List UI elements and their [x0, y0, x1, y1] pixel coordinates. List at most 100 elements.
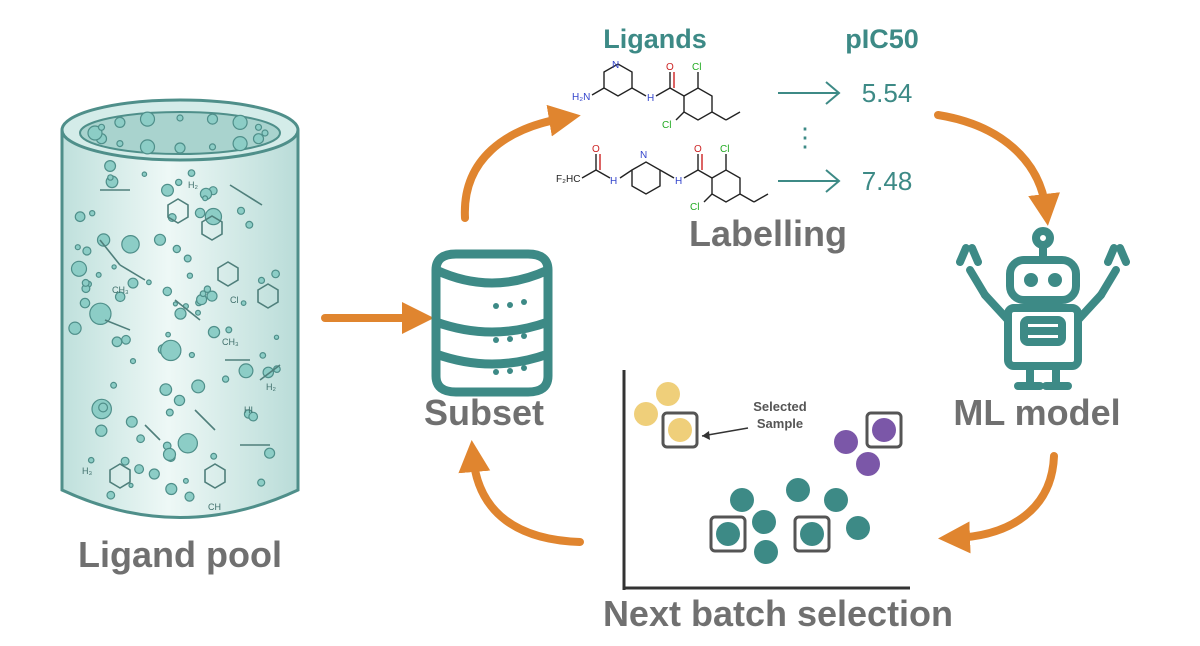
pool-bubble	[254, 123, 263, 131]
pool-bubble	[271, 269, 281, 279]
pool-bubble	[95, 271, 102, 278]
pool-bubble	[114, 116, 126, 129]
mol1-atom-nh: H	[647, 93, 654, 104]
pool-bubble	[98, 402, 109, 413]
mol1-atom-cl-bottom: Cl	[662, 120, 671, 131]
pool-bubble	[248, 411, 259, 422]
pool-bubble	[225, 326, 233, 334]
pic50-header: pIC50	[845, 24, 919, 54]
mol1-atom-n: N	[612, 60, 619, 71]
pool-bubble	[134, 464, 145, 475]
selected-sample-callout: Selected Sample	[701, 399, 807, 440]
database-icon	[431, 249, 553, 397]
pool-bubble	[183, 254, 192, 263]
pool-glyph: H₂	[188, 180, 198, 190]
purple-point	[834, 430, 858, 454]
pool-bubble	[202, 195, 209, 202]
robot-icon	[956, 227, 1130, 390]
pool-bubble	[236, 206, 246, 215]
pool-bubble	[127, 277, 139, 289]
pool-bubble	[203, 285, 212, 294]
mol2-atom-nh-left: H	[610, 176, 617, 187]
pool-bubble	[111, 336, 123, 348]
labelling-label: Labelling	[689, 213, 847, 254]
pool-bubble	[261, 129, 269, 137]
pool-bubble	[82, 246, 92, 256]
pool-bubble	[121, 235, 140, 254]
pool-glyph: CH₃	[222, 337, 239, 347]
pool-bubble	[107, 174, 114, 181]
pool-bubble	[128, 482, 134, 488]
pool-bubble	[159, 383, 173, 397]
pool-bubble	[232, 136, 248, 152]
pool-bubble	[104, 160, 117, 173]
selection-box	[709, 515, 747, 553]
value-ellipsis: ⋮	[792, 122, 818, 152]
model-to-selection-arrow	[938, 452, 1058, 554]
pool-glyph: H₂	[266, 382, 276, 392]
pic50-value-1: 5.54	[862, 78, 913, 108]
pool-bubble	[188, 351, 195, 359]
ligands-header: Ligands	[603, 24, 707, 54]
pool-bubble	[161, 183, 175, 197]
pool-bubble	[186, 272, 194, 279]
pool-bubble	[70, 260, 88, 277]
pool-glyph: CH	[208, 502, 221, 512]
value-arrows	[778, 81, 841, 193]
pool-bubble	[153, 233, 167, 246]
pool-bubble	[174, 178, 183, 187]
pool-bubble	[74, 244, 81, 251]
pool-bubble	[89, 302, 112, 325]
pool-bubble	[120, 456, 130, 466]
pool-bubble	[136, 434, 146, 444]
selection-plot-axes	[622, 370, 910, 590]
subset-label: Subset	[424, 392, 544, 433]
pool-bubble	[210, 452, 218, 460]
mol2-atom-f2hc: F₂HC	[556, 174, 580, 185]
pool-bubble	[97, 123, 106, 131]
labelling-to-model-arrow	[934, 111, 1060, 226]
pool-bubble	[194, 207, 206, 219]
pool-bubble	[207, 325, 221, 339]
pool-bubble	[206, 290, 218, 302]
selection-points	[634, 382, 896, 564]
pool-bubble	[172, 244, 181, 254]
pool-bubble	[264, 447, 276, 459]
pool-bubble	[139, 139, 156, 155]
teal-point	[824, 488, 848, 512]
teal-point	[730, 488, 754, 512]
mol1-atom-nh2: H₂N	[572, 92, 590, 103]
ligand-pool-label: Ligand pool	[78, 534, 282, 575]
mol2-atom-nh-right: H	[675, 176, 682, 187]
pool-bubble	[273, 334, 280, 340]
pool-bubble	[88, 209, 96, 217]
pool-bubble	[121, 334, 131, 345]
selection-box	[793, 515, 831, 553]
selection-box	[865, 411, 903, 449]
mol2-atom-n: N	[640, 150, 647, 161]
pool-bubble	[87, 456, 95, 464]
teal-point-selected	[716, 522, 740, 546]
pool-glyph: H₃	[82, 466, 92, 476]
teal-point	[786, 478, 810, 502]
pool-bubble	[106, 490, 116, 500]
pool-bubble	[174, 307, 187, 320]
pool-bubble	[129, 358, 137, 365]
pool-bubble	[160, 339, 182, 362]
mol2-atom-cl-top: Cl	[720, 144, 729, 155]
pool-bubble	[177, 433, 198, 454]
pool-bubble	[81, 278, 90, 287]
pool-bubble	[172, 301, 178, 307]
pool-bubble	[145, 279, 152, 286]
pool-bubble	[184, 491, 195, 502]
pool-bubble	[141, 171, 148, 178]
selection-to-subset-arrow	[458, 440, 584, 546]
pool-bubble	[195, 309, 202, 316]
teal-point	[754, 540, 778, 564]
pool-atom-labels: H₂ CH₃ CH₃ Cl HI H₃ CH H₂	[82, 180, 276, 512]
subset-to-labelling-arrow	[460, 104, 581, 222]
mol2-atom-cl-bottom: Cl	[690, 202, 699, 213]
pool-bubble	[221, 375, 230, 383]
pool-bubble	[245, 220, 254, 229]
